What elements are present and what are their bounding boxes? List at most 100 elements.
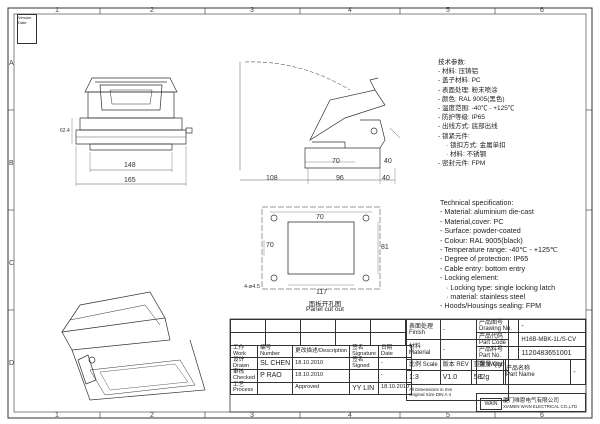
- dim-side-96: 96: [336, 175, 344, 182]
- zone-bottom-6: 6: [540, 412, 544, 419]
- spec-cn-item: - 材料: 压铸铝: [438, 68, 479, 76]
- tb-c2: [265, 319, 301, 333]
- company-name-cn: 厦门唯恩电气有限公司: [503, 398, 559, 404]
- tb-drawn-name: SL CHEN: [257, 357, 294, 371]
- dim-front-148: 148: [124, 162, 136, 169]
- spec-cn-item: - 密封元件: FPM: [438, 160, 486, 168]
- tb-h3: 更改描述/Description: [292, 344, 351, 359]
- tb-c4: [335, 319, 371, 333]
- spec-cn-item: - 表面处理: 粉末喷涂: [438, 86, 498, 94]
- tb-c10: [370, 332, 406, 346]
- title-block-change: [230, 319, 406, 346]
- zone-bottom-5: 5: [446, 412, 450, 419]
- spec-en-item: · material: stainless steel: [446, 292, 526, 302]
- spec-en-item: · Locking type: single locking latch: [446, 282, 556, 292]
- tb-part-val: 1120483651001: [518, 346, 586, 360]
- company-name-en: XIAMEN WAIN ELECTRICAL CO.,LTD: [503, 404, 578, 409]
- tb-code-val: H16B-MBK-1L/S-CV: [518, 332, 586, 347]
- tb-qty-val: 1: [475, 370, 507, 385]
- company-block: WAIN 厦门唯恩电气有限公司 XIAMEN WAIN ELECTRICAL C…: [476, 393, 586, 412]
- spec-cn-item: - 温度范围: -40℃ - +125℃: [438, 105, 515, 113]
- tb-c5: [370, 319, 406, 333]
- tb-c1: [230, 319, 266, 333]
- zone-bottom-4: 4: [348, 412, 352, 419]
- revision-box-date: Date: [18, 20, 27, 25]
- spec-en-item: - Temperature range: -40℃ - +125℃: [440, 245, 559, 255]
- tb-c6: [230, 332, 266, 346]
- tb-rev-val: V1.0: [439, 370, 472, 385]
- tb-pname-val: -: [570, 359, 586, 385]
- tb-rev-label: 版本 REV: [439, 359, 472, 371]
- dim-cut-81: 81: [381, 244, 389, 251]
- isometric-view: [61, 291, 206, 401]
- tb-scale-label: 比例 Scale: [406, 359, 441, 371]
- spec-en-heading: Technical specification:: [440, 198, 514, 207]
- tb-approved-label: Approved: [292, 381, 351, 395]
- spec-en-item: - Cable entry: bottom entry: [440, 263, 526, 273]
- tb-scale-val: 1:3: [406, 370, 441, 385]
- tb-c3: [300, 319, 336, 333]
- panel-cutout-view: [261, 206, 381, 290]
- tb-qty-label: 数量 Qty.: [475, 359, 507, 371]
- dim-cut-70h: 70: [266, 242, 274, 249]
- zone-left-c: C: [9, 260, 15, 267]
- tb-c9: [335, 332, 371, 346]
- spec-en-item: - Degree of protection: IP65: [440, 254, 529, 264]
- spec-en: Technical specification: - Material: alu…: [440, 198, 600, 311]
- spec-en-item: - Material: aluminium die-cast: [440, 207, 534, 217]
- spec-cn-item: - 盖子材料: PC: [438, 77, 481, 85]
- spec-cn-item: - 锁紧元件:: [438, 132, 470, 140]
- revision-box-version: Version: [18, 15, 32, 20]
- side-view: [239, 61, 401, 184]
- spec-cn-item: · 材料: 不锈钢: [446, 151, 487, 159]
- dim-side-40: 40: [382, 175, 390, 182]
- company-logo: WAIN: [480, 398, 502, 410]
- tb-c8: [300, 332, 336, 346]
- tb-process-val: [257, 381, 294, 395]
- zone-top-4: 4: [348, 7, 352, 14]
- zone-left-d: D: [9, 360, 15, 367]
- dim-cut-holes: 4-ø4.5: [244, 284, 260, 290]
- cutout-label-cn: 面板开孔图: [308, 301, 342, 308]
- zone-bottom-3: 3: [250, 412, 254, 419]
- zone-bottom-2: 2: [150, 412, 154, 419]
- tb-drawn-date: 18.10.2010: [292, 357, 351, 371]
- dim-front-165: 165: [124, 177, 136, 184]
- spec-en-item: - Locking element:: [440, 273, 499, 283]
- tb-c7: [265, 332, 301, 346]
- tb-checked-name: P RAO: [257, 369, 294, 383]
- spec-en-item: - Colour: RAL 9005(black): [440, 235, 523, 245]
- title-block-qty: 数量 Qty. 1: [475, 359, 507, 385]
- spec-en-item: - Material,cover: PC: [440, 216, 504, 226]
- tb-blank: [349, 369, 380, 383]
- zone-left-b: B: [9, 160, 14, 167]
- spec-cn-item: - 颜色: RAL 9005(黑色): [438, 95, 505, 103]
- zone-top-6: 6: [540, 7, 544, 14]
- tb-drawing-val: -: [518, 319, 586, 333]
- zone-top-5: 5: [446, 7, 450, 14]
- dim-cut-117: 117: [316, 289, 328, 296]
- spec-cn: 技术参数: - 材料: 压铸铝 - 盖子材料: PC - 表面处理: 粉末喷涂 …: [438, 58, 598, 168]
- dim-side-108: 108: [266, 175, 278, 182]
- spec-en-item: - Surface: powder-coated: [440, 226, 521, 236]
- front-view: [71, 77, 193, 186]
- zone-top-1: 1: [55, 7, 59, 14]
- dim-side-40b: 40: [384, 158, 392, 165]
- tb-checked-date: 18.10.2010: [292, 369, 351, 383]
- dim-cut-70w: 70: [316, 214, 324, 221]
